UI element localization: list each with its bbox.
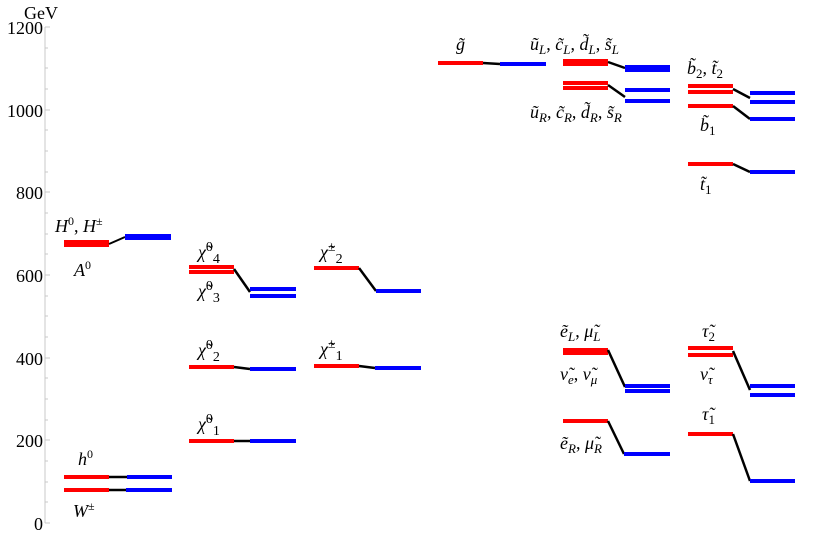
y-tick-1200: 1200 — [7, 18, 43, 38]
chipm-2-level — [314, 266, 421, 293]
b2-t2-level — [688, 84, 795, 104]
gluino-column: g̃ — [438, 34, 546, 66]
heavy-higgs-level — [64, 234, 171, 247]
label-b1: b̃1 — [700, 114, 716, 138]
label-h0: h0 — [78, 447, 93, 469]
squark-R-level — [563, 81, 670, 103]
stau1-level — [688, 432, 795, 483]
label-chi0-4: χ̃04 — [196, 240, 220, 267]
label-H0-Hpm: H0, H± — [54, 214, 103, 236]
squark-L-level — [563, 59, 670, 72]
chargino-column: χ̃±2 χ̃±1 — [314, 240, 421, 370]
y-axis: 0 200 400 600 800 1000 1200 GeV — [7, 3, 58, 534]
chi0-2-level — [189, 365, 296, 371]
label-sneutrino-tau: ν̃τ — [700, 364, 716, 387]
label-chi0-2: χ̃02 — [196, 338, 220, 365]
y-axis-unit: GeV — [24, 3, 58, 23]
label-b2-t2: b̃2, t̃2 — [687, 57, 723, 81]
label-t1: t̃1 — [700, 174, 712, 197]
chi0-1-level — [189, 439, 296, 443]
y-tick-200: 200 — [16, 431, 43, 451]
label-A0: A0 — [73, 258, 91, 280]
chipm-1-level — [314, 364, 421, 370]
y-tick-1000: 1000 — [7, 101, 43, 121]
slepton-L-level — [563, 348, 670, 393]
squark-slepton-column: ũL, c̃L, d̃L, s̃L ũR, c̃R, d̃R, s̃R ẽL, … — [530, 33, 670, 456]
label-squark-R: ũR, c̃R, d̃R, s̃R — [530, 101, 622, 125]
neutralino-column: χ̃04 χ̃03 χ̃02 χ̃01 — [189, 240, 296, 443]
label-gluino: g̃ — [456, 34, 466, 54]
t1-level — [688, 162, 795, 174]
h0-level — [64, 475, 172, 479]
y-tick-400: 400 — [16, 349, 43, 369]
stau2-level — [688, 346, 795, 397]
label-chi0-1: χ̃01 — [196, 412, 220, 439]
y-tick-0: 0 — [34, 514, 43, 534]
chi0-34-level — [189, 265, 296, 298]
y-tick-600: 600 — [16, 266, 43, 286]
b1-level — [688, 104, 795, 121]
label-chipm-1: χ̃±1 — [318, 337, 343, 364]
y-tick-800: 800 — [16, 183, 43, 203]
label-sneutrino-e-mu: ν̃e, ν̃μ — [560, 364, 599, 387]
w-level — [64, 488, 172, 492]
label-squark-L: ũL, c̃L, d̃L, s̃L — [530, 33, 619, 57]
label-slepton-L: ẽL, μ̃L — [560, 321, 601, 344]
label-stau2: τ̃2 — [702, 321, 716, 344]
label-slepton-R: ẽR, μ̃R — [560, 433, 602, 456]
higgs-column: H0, H± A0 h0 W± — [54, 214, 172, 521]
label-chipm-2: χ̃±2 — [318, 240, 343, 267]
label-Wpm: W± — [73, 499, 95, 521]
third-generation-column: b̃2, t̃2 b̃1 t̃1 τ̃2 ν̃τ τ̃1 — [687, 57, 795, 483]
slepton-R-level — [563, 419, 670, 456]
label-stau1: τ̃1 — [702, 404, 716, 427]
label-chi0-3: χ̃03 — [196, 279, 220, 306]
